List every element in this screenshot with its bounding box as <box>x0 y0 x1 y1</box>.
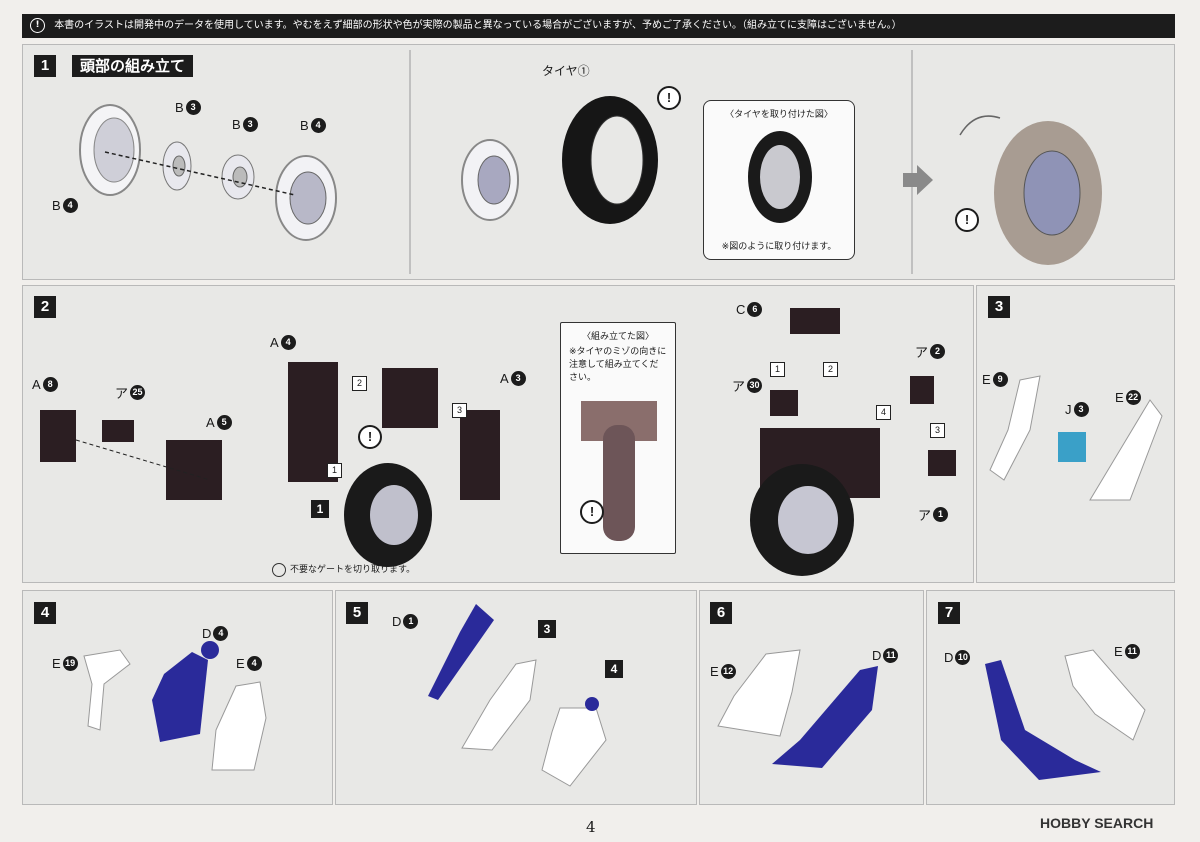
exclamation-icon: ! <box>30 17 45 33</box>
page-number: 4 <box>586 818 596 836</box>
order-4b: 4 <box>876 405 891 420</box>
rim-assembled <box>461 139 519 221</box>
callout-title: 〈組み立てた図〉 <box>581 332 654 342</box>
callout-note: ※図のように取り付けます。 <box>721 242 837 252</box>
order-1b: 1 <box>770 362 785 377</box>
step-number: 7 <box>938 602 960 624</box>
rim-b4-right <box>275 155 337 241</box>
order-1: 1 <box>327 463 342 478</box>
exclamation-icon: ! <box>955 208 979 232</box>
callout-note: ※タイヤのミゾの向きに注意して組み立てください。 <box>569 347 667 383</box>
notice-text: 本書のイラストは開発中のデータを使用しています。やむをえず細部の形状や色が実際の… <box>54 20 902 31</box>
step-number: 5 <box>346 602 368 624</box>
rotate-arrow-icon <box>959 115 1001 136</box>
brand-watermark: HOBBY SEARCH <box>1040 815 1154 831</box>
callout-title: 〈タイヤを取り付けた図〉 <box>725 110 833 120</box>
step2-frame <box>288 362 500 567</box>
step-number: 4 <box>34 602 56 624</box>
order-3b: 3 <box>930 423 945 438</box>
order-3: 3 <box>452 403 467 418</box>
gate-note: 不要なゲートを切り取ります。 <box>272 562 415 577</box>
notice-bar: ! 本書のイラストは開発中のデータを使用しています。やむをえず細部の形状や色が実… <box>22 14 1175 38</box>
step-number: 2 <box>34 296 56 318</box>
sub-assembly-ref-3: 3 <box>538 620 556 638</box>
sub-assembly-ref: 1 <box>311 500 329 518</box>
nipper-icon <box>272 562 286 577</box>
tire-mounted-icon <box>748 131 812 223</box>
hub-b3-2 <box>221 154 255 200</box>
rim-b4-left <box>79 104 141 196</box>
step4-parts <box>83 641 267 771</box>
assembly-arrow <box>104 151 296 196</box>
step6-parts <box>717 649 878 768</box>
next-arrow-icon <box>903 165 933 195</box>
exclamation-icon: ! <box>657 86 681 110</box>
step5-parts <box>428 604 607 787</box>
assembled-tire-icon <box>581 401 657 541</box>
exclamation-icon: ! <box>580 500 604 524</box>
order-2: 2 <box>352 376 367 391</box>
sub-assembly-ref-4: 4 <box>605 660 623 678</box>
step-number: 3 <box>988 296 1010 318</box>
step-number: 6 <box>710 602 732 624</box>
step2-parts-left <box>40 410 222 500</box>
tire <box>562 96 658 224</box>
step2-right-assembly <box>750 308 956 576</box>
step7-parts <box>985 649 1146 780</box>
tire-callout: 〈タイヤを取り付けた図〉 ※図のように取り付けます。 <box>703 100 855 260</box>
tire-label: タイヤ① <box>542 64 590 78</box>
tire-complete <box>994 121 1102 265</box>
step-title: 頭部の組み立て <box>72 55 194 77</box>
step-number: 1 <box>34 55 56 77</box>
exclamation-icon: ! <box>358 425 382 449</box>
hub-b3 <box>162 141 192 191</box>
assembled-callout: 〈組み立てた図〉 ※タイヤのミゾの向きに注意して組み立てください。 <box>560 322 676 554</box>
order-2b: 2 <box>823 362 838 377</box>
step3-parts <box>989 375 1163 501</box>
